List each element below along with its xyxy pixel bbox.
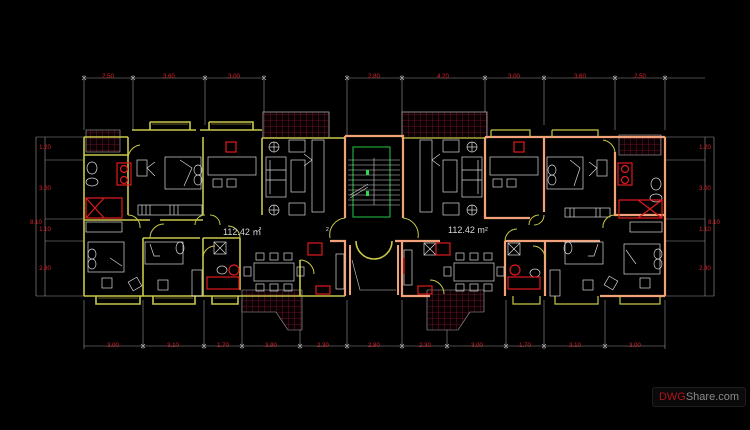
dim-top-5: 4.20	[437, 74, 449, 80]
dim-bottom-2: 3.10	[167, 343, 179, 349]
dim-top-8: 2.50	[634, 74, 646, 80]
balconies	[85, 111, 662, 331]
dim-left-total: 8.10	[30, 220, 42, 226]
dim-bottom-10: 3.10	[569, 343, 581, 349]
dim-right-total: 8.10	[708, 220, 720, 226]
dim-bottom-3: 1.70	[217, 343, 229, 349]
right-furniture	[403, 139, 663, 297]
dim-bottom-11: 3.00	[629, 343, 641, 349]
dim-left-3: 1.10	[39, 227, 51, 233]
area-label-right: 112.42 m²	[448, 225, 488, 235]
dim-right-2: 3.00	[699, 186, 711, 192]
left-furniture	[85, 139, 325, 297]
dim-left-2: 3.00	[39, 186, 51, 192]
dim-top-2: 3.60	[163, 74, 175, 80]
dim-bottom-9: 1.70	[519, 343, 531, 349]
watermark-share: Share.com	[685, 391, 740, 403]
dim-top-4: 2.80	[368, 74, 380, 80]
left-apartment-walls	[83, 121, 345, 305]
dim-bottom-1: 3.00	[107, 343, 119, 349]
dim-top-7: 3.60	[574, 74, 586, 80]
dim-right-3: 1.10	[699, 227, 711, 233]
dim-top-6: 3.00	[508, 74, 520, 80]
dim-bottom-4: 3.90	[265, 343, 277, 349]
dim-right-4: 2.80	[699, 266, 711, 272]
dimension-lines	[35, 75, 715, 349]
dim-top-3: 3.00	[228, 74, 240, 80]
dim-bottom-8: 3.00	[471, 343, 483, 349]
watermark-dwg: DWG	[658, 391, 686, 403]
dim-left-1: 1.20	[39, 145, 51, 151]
watermark-logo: DWGShare.com	[652, 387, 746, 407]
dim-left-4: 2.80	[39, 266, 51, 272]
dim-bottom-6: 2.80	[368, 343, 380, 349]
dim-top-1: 2.50	[102, 74, 114, 80]
dim-right-1: 1.20	[699, 145, 711, 151]
dim-bottom-7: 2.30	[419, 343, 431, 349]
dim-bottom-5: 2.30	[317, 343, 329, 349]
area-label-left: 112.42 ㎡	[223, 227, 262, 237]
stair-mark: 2	[326, 227, 329, 233]
stair-core	[329, 146, 419, 295]
